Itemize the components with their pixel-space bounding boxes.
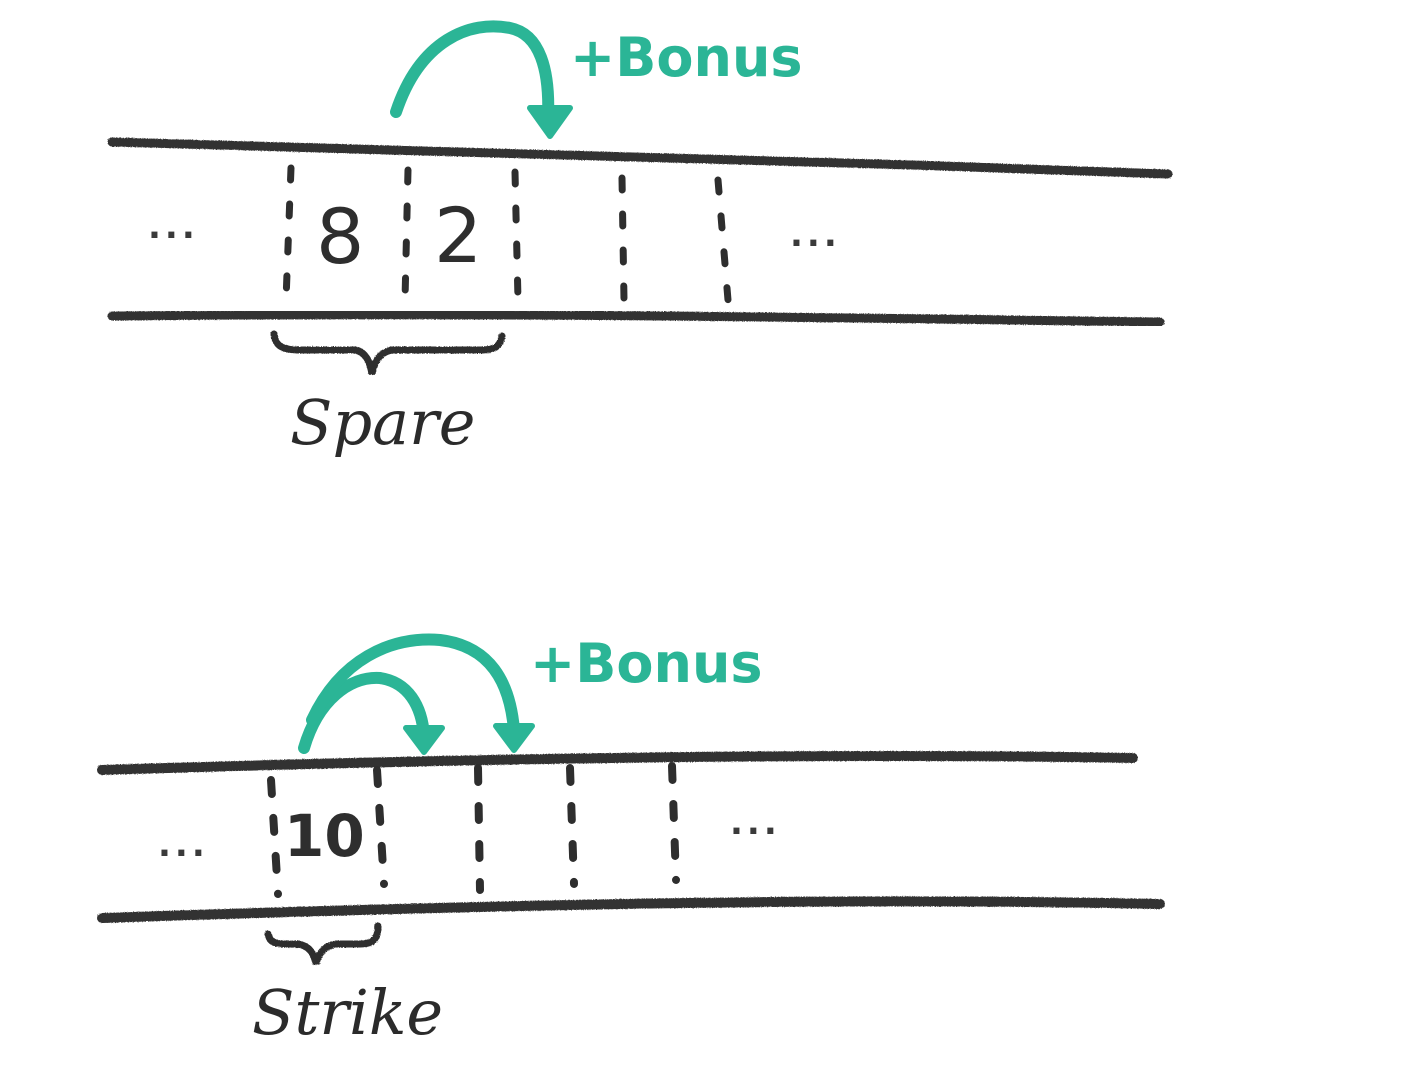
strike-bonus-arrowhead-long-icon [493,723,535,753]
spare-frame-divider [714,176,732,304]
strike-frame-divider [668,762,680,884]
strike-bonus-arrow-long-icon [306,633,520,736]
strike-bonus-arrowhead-short-icon [403,725,445,755]
spare-bonus-label: +Bonus [570,26,803,89]
strike-bonus-label: +Bonus [530,632,763,695]
strike-label: Strike [252,976,443,1049]
spare-bonus-arrowhead-icon [527,105,573,139]
spare-diagram: ... ... 8 2 Spare +Bonus [107,20,1173,459]
strike-ellipsis-left: ... [158,825,209,865]
strike-lane-top-line [97,750,1138,775]
spare-lane-top-line [107,137,1173,179]
strike-frame-divider [474,764,484,894]
strike-lane-bottom-line [97,896,1165,923]
strike-diagram: ... ... 10 Strike +Bonus [97,632,1165,1049]
strike-roll: 10 [284,802,365,870]
spare-bonus-arrow-icon [390,20,555,124]
spare-lane-bottom-line [107,310,1165,327]
spare-brace [270,330,506,375]
spare-frame-divider [282,164,295,304]
spare-roll-second: 2 [434,191,482,280]
strike-ellipsis-right: ... [730,803,781,843]
spare-frame-divider [618,174,628,304]
strike-frame-divider [566,764,578,888]
strike-frame-divider [373,766,388,888]
spare-ellipsis-right: ... [790,215,841,255]
spare-roll-first: 8 [316,192,364,281]
spare-ellipsis-left: ... [148,207,199,247]
strike-frame-divider [267,776,282,898]
strike-brace [264,922,382,965]
spare-frame-divider [511,168,522,304]
spare-roll-divider [401,166,412,304]
spare-label: Spare [290,386,475,459]
